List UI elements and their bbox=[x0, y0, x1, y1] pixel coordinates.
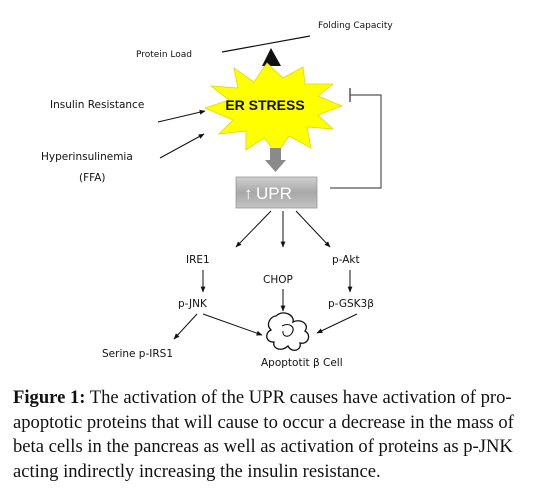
pakt-label: p-Akt bbox=[332, 254, 360, 266]
pjnk-to-cell-arrow bbox=[202, 313, 263, 336]
protein-load-label: Protein Load bbox=[136, 50, 192, 60]
insulin-resistance-label: Insulin Resistance bbox=[50, 99, 144, 111]
insulin-resistance-arrow bbox=[157, 109, 206, 123]
er-stress-diagram: Folding Capacity Protein Load ER STRESS … bbox=[41, 21, 393, 369]
ire1-label: IRE1 bbox=[186, 254, 210, 266]
upr-label: UPR bbox=[256, 184, 292, 203]
figure-label: Figure 1: bbox=[13, 387, 86, 408]
upr-up-arrow: ↑ bbox=[244, 184, 253, 203]
pjnk-to-irs1-arrow bbox=[173, 313, 198, 340]
pgsk3b-to-cell-arrow bbox=[316, 313, 358, 334]
feedback-inhibition-line bbox=[330, 94, 382, 189]
er-to-upr-arrow bbox=[265, 148, 286, 172]
hyperinsulinemia-label: Hyperinsulinemia bbox=[41, 151, 133, 163]
hyperinsulinemia-arrow bbox=[159, 133, 205, 159]
er-stress-label: ER STRESS bbox=[225, 97, 304, 113]
pgsk3b-label: p-GSK3β bbox=[328, 298, 374, 310]
fulcrum-triangle bbox=[262, 48, 281, 66]
upr-to-ire1-arrow bbox=[235, 210, 272, 248]
ffa-label: (FFA) bbox=[79, 172, 106, 184]
folding-capacity-label: Folding Capacity bbox=[318, 21, 393, 31]
apoptotic-cell-label: Apoptotit β Cell bbox=[261, 357, 343, 369]
serine-p-irs1-label: Serine p-IRS1 bbox=[102, 348, 173, 360]
apoptotic-cell-icon bbox=[266, 312, 310, 351]
figure-caption: Figure 1: The activation of the UPR caus… bbox=[13, 386, 541, 484]
balance-beam bbox=[221, 35, 311, 53]
chop-label: CHOP bbox=[263, 274, 293, 286]
caption-text: The activation of the UPR causes have ac… bbox=[13, 387, 514, 482]
upr-to-pakt-arrow bbox=[295, 210, 331, 248]
pjnk-label: p-JNK bbox=[178, 298, 208, 310]
upr-box bbox=[235, 176, 318, 209]
